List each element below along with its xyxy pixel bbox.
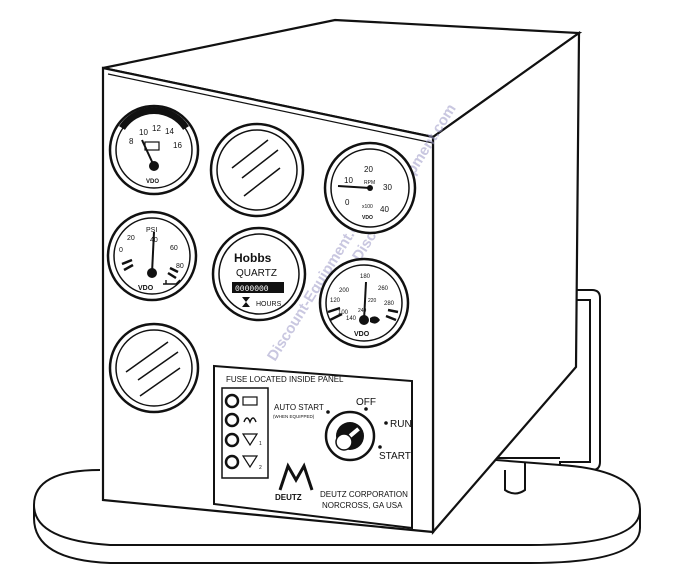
hobbs-brand: Hobbs bbox=[234, 251, 272, 265]
ignition-key-switch[interactable] bbox=[324, 410, 376, 462]
tachometer-gauge: 0 10 20 30 40 RPM x100 VDO bbox=[323, 141, 417, 235]
rpm-multiplier: x100 bbox=[362, 204, 373, 210]
base-foot bbox=[504, 462, 526, 495]
temp-tick: 280 bbox=[384, 301, 395, 307]
warning-lamp-2 bbox=[224, 454, 240, 470]
blank-gauge-plug bbox=[209, 122, 305, 218]
warning-lamp-2-label: 2 bbox=[259, 465, 262, 471]
hour-counter-digits: 0000000 bbox=[235, 285, 269, 294]
rpm-tick: 0 bbox=[345, 198, 350, 207]
temp-tick: 260 bbox=[378, 286, 389, 292]
base-plate-edge bbox=[33, 505, 641, 564]
company-address: NORCROSS, GA USA bbox=[322, 501, 403, 510]
temp-tick: 200 bbox=[339, 288, 350, 294]
warning-lamp-1-label: 1 bbox=[259, 441, 262, 447]
deutz-logo-text: DEUTZ bbox=[275, 493, 302, 502]
glow-plug-lamp bbox=[224, 412, 240, 428]
blank-gauge-plug bbox=[108, 322, 200, 414]
rpm-unit: RPM bbox=[364, 180, 375, 186]
rpm-tick: 30 bbox=[383, 183, 392, 192]
oil-unit: PSI bbox=[146, 227, 157, 234]
rpm-tick: 10 bbox=[344, 176, 353, 185]
oil-tick: 20 bbox=[127, 235, 135, 242]
battery-warning-lamp bbox=[224, 393, 240, 409]
temp-tick: 180 bbox=[360, 274, 371, 280]
warning-triangle-icon bbox=[241, 455, 259, 469]
voltmeter-gauge: 8 10 12 14 16 VDO bbox=[108, 104, 200, 196]
company-name: DEUTZ CORPORATION bbox=[320, 490, 408, 499]
hobbs-unit: HOURS bbox=[256, 301, 282, 308]
oil-tick: 0 bbox=[119, 247, 123, 254]
auto-start-note: (WHEN EQUIPPED) bbox=[273, 414, 315, 419]
warning-lamp-1 bbox=[224, 432, 240, 448]
volt-brand: VDO bbox=[146, 179, 159, 185]
volt-tick: 16 bbox=[173, 141, 182, 150]
indicator-lamp-strip: 1 2 bbox=[221, 387, 269, 479]
hobbs-type: QUARTZ bbox=[236, 268, 277, 279]
temp-tick: 220 bbox=[368, 298, 377, 304]
temperature-gauge: 200 120 100 140 180 260 280 220 240 VDO bbox=[318, 257, 410, 349]
temp-brand: VDO bbox=[354, 331, 370, 338]
deutz-logo: DEUTZ bbox=[275, 462, 314, 502]
oil-tick: 60 bbox=[170, 245, 178, 252]
volt-tick: 14 bbox=[165, 127, 174, 136]
switch-start-label: START bbox=[379, 451, 411, 462]
temp-tick: 120 bbox=[330, 298, 341, 304]
oil-pressure-gauge: PSI 0 20 40 60 80 VDO bbox=[106, 210, 198, 302]
switch-off-label: OFF bbox=[356, 397, 376, 408]
coolant-icon bbox=[370, 316, 380, 324]
battery-icon bbox=[242, 396, 258, 406]
rpm-tick: 20 bbox=[364, 165, 373, 174]
switch-run-label: RUN bbox=[390, 419, 412, 430]
temp-tick: 140 bbox=[346, 316, 357, 322]
volt-tick: 12 bbox=[152, 124, 161, 133]
hour-counter bbox=[232, 282, 284, 293]
control-plate: FUSE LOCATED INSIDE PANEL 1 2 AUTO START… bbox=[213, 364, 413, 530]
oil-can-icon bbox=[163, 279, 181, 285]
key-icon bbox=[335, 433, 353, 451]
volt-tick: 8 bbox=[129, 137, 134, 146]
hobbs-hour-meter: Hobbs QUARTZ 0000000 HOURS bbox=[211, 226, 307, 322]
auto-start-label: AUTO START bbox=[274, 403, 324, 412]
hourglass-icon bbox=[242, 297, 250, 307]
rpm-tick: 40 bbox=[380, 205, 389, 214]
temp-tick: 240 bbox=[358, 308, 367, 314]
warning-triangle-icon bbox=[241, 433, 259, 447]
enclosure-top-lip bbox=[107, 73, 434, 144]
volt-tick: 10 bbox=[139, 128, 148, 137]
temp-tick: 100 bbox=[338, 310, 349, 316]
fuse-note: FUSE LOCATED INSIDE PANEL bbox=[226, 375, 344, 384]
rpm-brand: VDO bbox=[362, 215, 373, 221]
oil-brand: VDO bbox=[138, 285, 154, 292]
glow-plug-icon bbox=[243, 417, 257, 424]
oil-tick: 80 bbox=[176, 263, 184, 270]
